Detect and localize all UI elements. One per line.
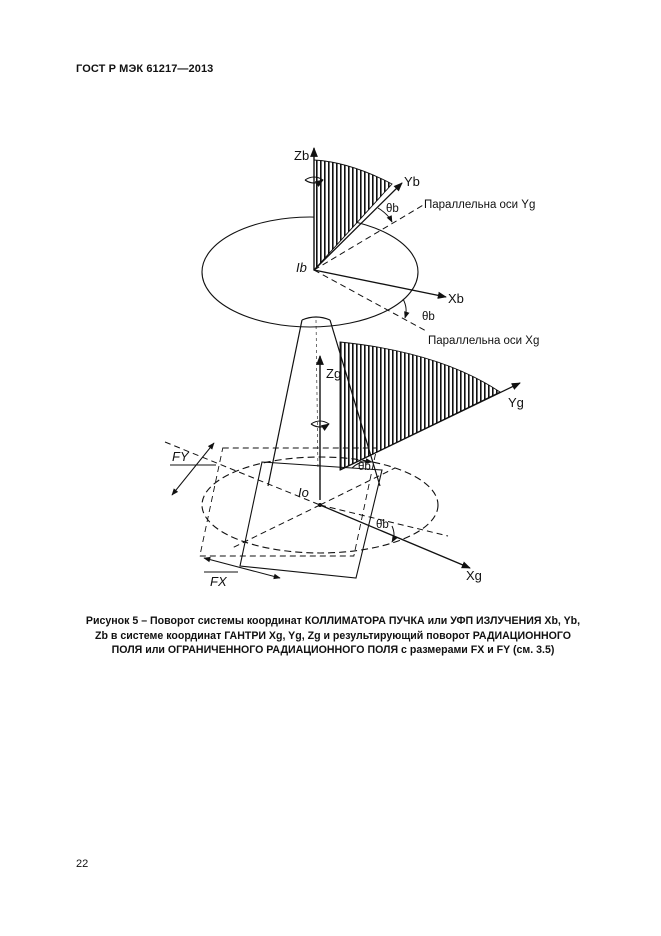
label-zb: Zb bbox=[294, 148, 309, 163]
label-yb: Yb bbox=[404, 174, 420, 189]
yg-axis bbox=[339, 382, 521, 471]
label-parallel-yg: Параллельна оси Yg bbox=[424, 199, 535, 211]
coordinate-rotation-figure: Zb Yb θb Параллельна оси Yg Ib Xb θb Пар… bbox=[164, 147, 539, 589]
label-fx: FX bbox=[210, 574, 228, 589]
rotation-arrow-zg bbox=[310, 423, 330, 431]
label-parallel-xg: Параллельна оси Xg bbox=[428, 335, 539, 347]
fy-dimension bbox=[171, 442, 215, 496]
xb-axis bbox=[313, 269, 447, 299]
label-xg: Xg bbox=[466, 568, 482, 583]
page-number: 22 bbox=[76, 858, 89, 870]
caption-line-2: Zb в системе координат ГАНТРИ Xg, Yg, Zg… bbox=[94, 629, 571, 642]
label-theta-b-bottom: θb bbox=[376, 519, 389, 531]
theta-arc-mid bbox=[402, 298, 410, 319]
theta-arc-top bbox=[377, 207, 393, 223]
collimator-ellipse bbox=[201, 216, 419, 328]
rotated-x-line bbox=[319, 504, 449, 537]
field-ellipse bbox=[201, 456, 439, 554]
caption-line-1: Рисунок 5 – Поворот системы координат КО… bbox=[85, 615, 581, 627]
hatched-sector-top bbox=[313, 159, 393, 272]
label-fy: FY bbox=[172, 449, 190, 464]
label-io: Io bbox=[298, 485, 309, 500]
hatched-sector-gantry bbox=[339, 341, 501, 471]
fx-dimension bbox=[203, 556, 281, 580]
label-zg: Zg bbox=[326, 366, 341, 381]
theta-arc-bottom bbox=[391, 525, 398, 543]
parallel-yg-line bbox=[313, 203, 426, 271]
document-header: ГОСТ Р МЭК 61217—2013 bbox=[76, 63, 214, 75]
parallel-xg-line bbox=[313, 269, 429, 333]
reference-field bbox=[199, 447, 378, 557]
gantry-xg-dashed bbox=[164, 441, 321, 506]
rotated-field bbox=[239, 461, 383, 579]
label-theta-b-low: θb bbox=[358, 461, 371, 473]
theta-arc-low bbox=[351, 458, 373, 469]
label-theta-b-top: θb bbox=[386, 203, 399, 215]
caption-line-3: ПОЛЯ или ОГРАНИЧЕННОГО РАДИАЦИОННОГО ПОЛ… bbox=[111, 644, 555, 656]
label-yg: Yg bbox=[508, 395, 524, 410]
rotation-arrow-zb bbox=[304, 179, 324, 187]
figure-caption: Рисунок 5 – Поворот системы координат КО… bbox=[80, 614, 586, 658]
label-ib: Ib bbox=[296, 260, 307, 275]
xg-axis bbox=[319, 504, 471, 569]
label-theta-b-mid: θb bbox=[422, 311, 435, 323]
yb-axis bbox=[313, 182, 403, 271]
label-xb: Xb bbox=[448, 291, 464, 306]
